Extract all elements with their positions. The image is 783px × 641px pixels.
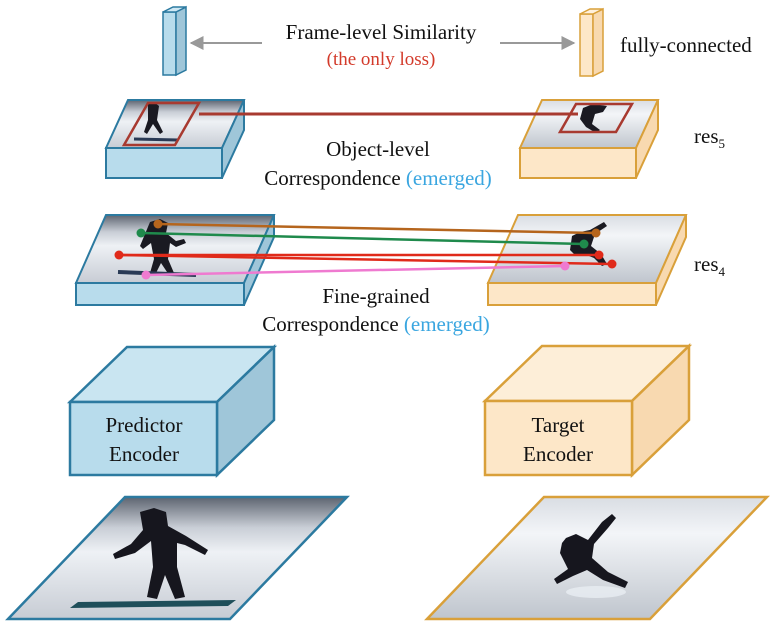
res4-label: res4 [694,252,725,280]
frame-level-similarity-title: Frame-level Similarity [285,20,477,44]
target-encoder-line2: Encoder [523,442,593,466]
fine-grained-correspondence: Correspondence (emerged) [262,312,490,336]
fine-grained-label: Fine-grained [322,284,430,308]
predictor-encoder-line1: Predictor [105,413,183,437]
target-fc-bar [579,7,604,78]
target-encoder-block [481,343,693,478]
target-res5-featuremap [518,99,660,179]
predictor-encoder-block [66,344,278,478]
res5-label: res5 [694,124,725,152]
predictor-res4-featuremap [74,214,276,306]
fine-correspondence-brown [153,219,601,238]
fine-correspondence-red [114,250,617,269]
predictor-encoder-line2: Encoder [109,442,179,466]
emerged-tag: (emerged) [403,312,490,336]
fine-correspondence-pink [141,261,570,280]
emerged-tag: (emerged) [405,166,492,190]
predictor-fc-bar [162,5,187,77]
fully-connected-label: fully-connected [620,33,752,57]
predictor-res5-featuremap [104,99,246,179]
only-loss-note: (the only loss) [326,49,436,70]
target-encoder-line1: Target [531,413,585,437]
object-level-correspondence: Correspondence (emerged) [264,166,492,190]
fine-correspondence-green [136,228,589,249]
predictor-input-frame [5,495,350,621]
object-level-label: Object-level [326,137,430,161]
target-input-frame [424,495,770,621]
predictor-object-box [121,101,202,147]
target-res4-featuremap [486,214,688,306]
